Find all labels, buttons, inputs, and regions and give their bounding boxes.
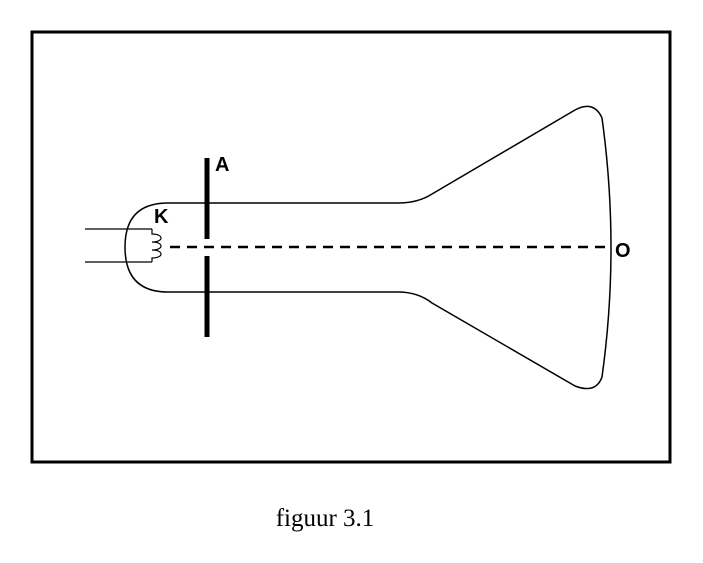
screen-point-label: O — [615, 240, 631, 262]
cathode-coil — [151, 229, 162, 262]
anode-label: A — [215, 154, 229, 176]
figure-caption: figuur 3.1 — [275, 505, 375, 532]
tube-outline — [124, 105, 612, 390]
cathode-label: K — [154, 206, 169, 228]
figure-frame — [30, 30, 672, 464]
